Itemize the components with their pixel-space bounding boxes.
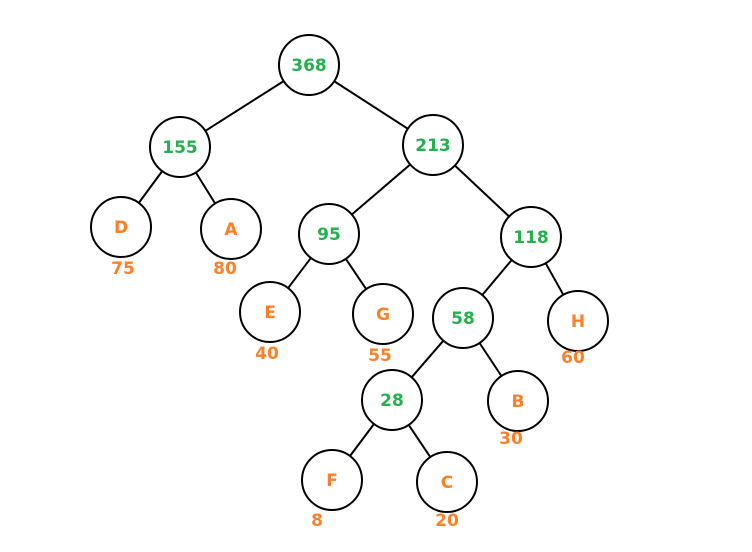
leaf-weight: 60 — [561, 348, 585, 368]
edge-n28-nF — [349, 423, 375, 457]
leaf-label: E — [264, 303, 276, 323]
leaf-label: B — [512, 392, 525, 412]
node-circle — [298, 203, 360, 265]
edge-n155-nA — [194, 171, 217, 205]
edge-n118-nH — [544, 262, 565, 296]
leaf-weight: 75 — [111, 259, 135, 279]
edge-n95-nE — [287, 257, 312, 289]
leaf-label: C — [441, 473, 453, 493]
edge-n58-n28 — [410, 340, 445, 378]
edge-n95-nG — [344, 258, 368, 290]
node-circle — [416, 451, 478, 513]
edge-n368-n213 — [333, 80, 409, 130]
node-sum-label: 28 — [380, 391, 404, 411]
node-circle — [352, 283, 414, 345]
edge-n368-n155 — [204, 80, 285, 132]
node-nC: C 20 — [416, 451, 478, 531]
edge-n213-n95 — [351, 163, 411, 216]
node-circle — [149, 116, 211, 178]
node-nA: A 80 — [200, 198, 262, 279]
node-nF: F8 — [301, 449, 363, 531]
node-sum-label: 368 — [291, 56, 327, 76]
node-nE: E 40 — [239, 281, 301, 364]
node-sum-label: 58 — [451, 309, 475, 329]
node-n95: 95 — [298, 203, 360, 265]
node-circle — [361, 369, 423, 431]
edge-n28-nC — [407, 424, 432, 458]
node-sum-label: 118 — [513, 228, 549, 248]
leaf-weight: 20 — [435, 511, 459, 531]
node-n58: 58 — [432, 287, 494, 349]
node-circle — [487, 370, 549, 432]
leaf-weight: 8 — [311, 511, 323, 531]
node-nG: G 55 — [352, 283, 414, 366]
leaf-label: H — [571, 312, 585, 332]
leaf-weight: 40 — [255, 344, 279, 364]
node-sum-label: 155 — [162, 138, 198, 158]
node-n155: 155 — [149, 116, 211, 178]
edge-n58-nB — [478, 342, 503, 377]
node-n118: 118 — [500, 206, 562, 268]
node-n368: 368 — [278, 34, 340, 96]
node-nH: H 60 — [547, 290, 609, 368]
leaf-weight: 30 — [499, 429, 523, 449]
node-nB: B 30 — [487, 370, 549, 449]
edge-n118-n58 — [481, 259, 513, 296]
leaf-label: G — [376, 305, 390, 325]
node-circle — [432, 287, 494, 349]
edge-n155-nD — [138, 170, 163, 204]
node-circle — [402, 114, 464, 176]
node-circle — [500, 206, 562, 268]
edge-n213-n118 — [454, 164, 510, 218]
node-circle — [200, 198, 262, 260]
leaf-weight: 55 — [368, 346, 392, 366]
node-circle — [239, 281, 301, 343]
edges-layer — [138, 80, 565, 458]
node-sum-label: 95 — [317, 225, 341, 245]
node-circle — [90, 196, 152, 258]
leaf-label: D — [114, 218, 128, 238]
node-n28: 28 — [361, 369, 423, 431]
node-circle — [278, 34, 340, 96]
leaf-label: F — [326, 471, 338, 491]
node-sum-label: 213 — [415, 136, 451, 156]
leaf-weight: 80 — [213, 259, 237, 279]
node-nD: D 75 — [90, 196, 152, 279]
leaf-label: A — [224, 220, 238, 240]
node-circle — [547, 290, 609, 352]
node-n213: 213 — [402, 114, 464, 176]
node-circle — [301, 449, 363, 511]
